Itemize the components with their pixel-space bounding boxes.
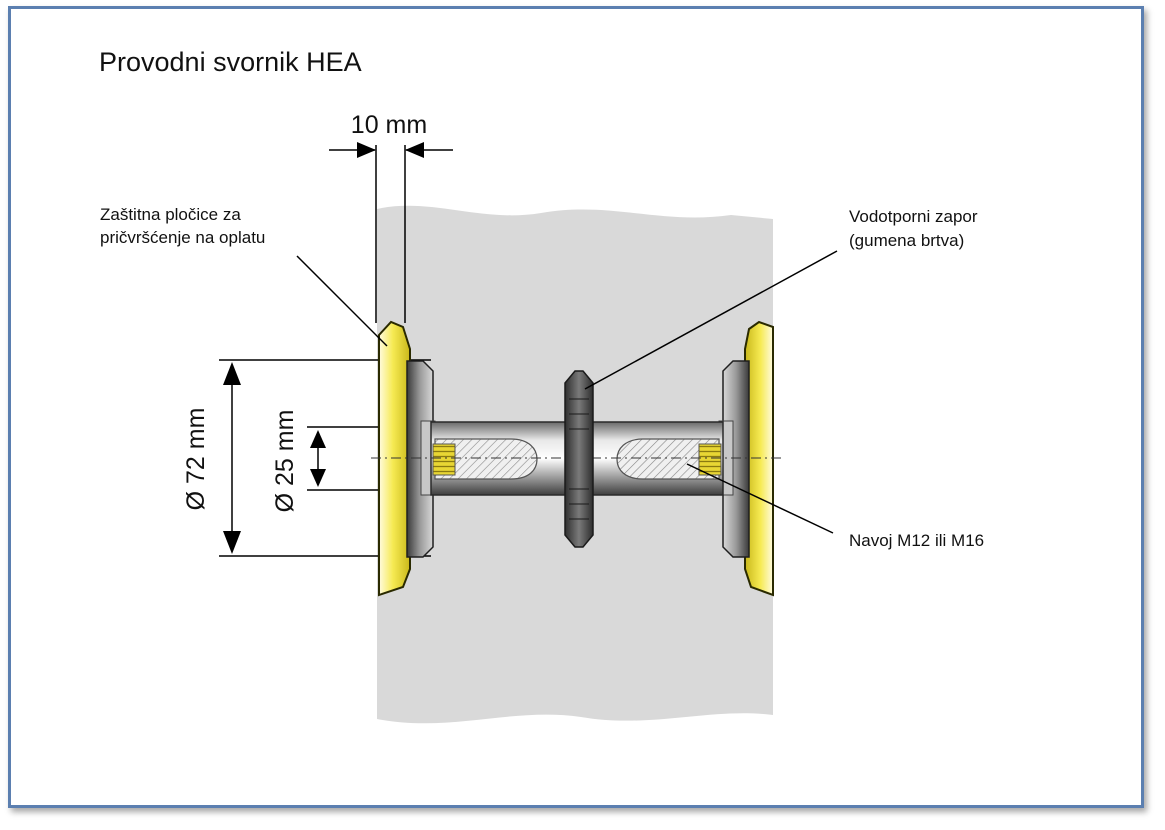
- leader-plate: [296, 255, 388, 347]
- left-flange: [406, 360, 434, 558]
- dimension-plate-thickness: 10 mm: [329, 111, 453, 323]
- dimension-inner-diameter-label: Ø 25 mm: [271, 410, 299, 513]
- left-insert: [434, 438, 538, 480]
- right-insert: [616, 438, 720, 480]
- label-thread: Navoj M12 ili M16: [849, 531, 984, 550]
- label-plate-line1: Zaštitna pločice za: [100, 205, 241, 224]
- bolt-diagram: 10 mm Ø 72 mm Ø 25 mm: [99, 47, 984, 724]
- diagram-frame: 10 mm Ø 72 mm Ø 25 mm: [8, 6, 1144, 808]
- dimension-outer-diameter-label: Ø 72 mm: [182, 408, 210, 511]
- leader-seal: [584, 250, 838, 390]
- right-flange: [722, 360, 750, 558]
- leader-thread: [686, 463, 834, 534]
- diagram-title: Provodni svornik HEA: [99, 47, 362, 77]
- dimension-plate-thickness-label: 10 mm: [351, 111, 427, 139]
- label-seal-line1: Vodotporni zapor: [849, 207, 978, 226]
- rubber-seal: [564, 370, 594, 548]
- label-plate-line2: pričvršćenje na oplatu: [100, 228, 265, 247]
- label-seal-line2: (gumena brtva): [849, 231, 964, 250]
- dimension-inner-diameter: Ø 25 mm: [271, 410, 431, 513]
